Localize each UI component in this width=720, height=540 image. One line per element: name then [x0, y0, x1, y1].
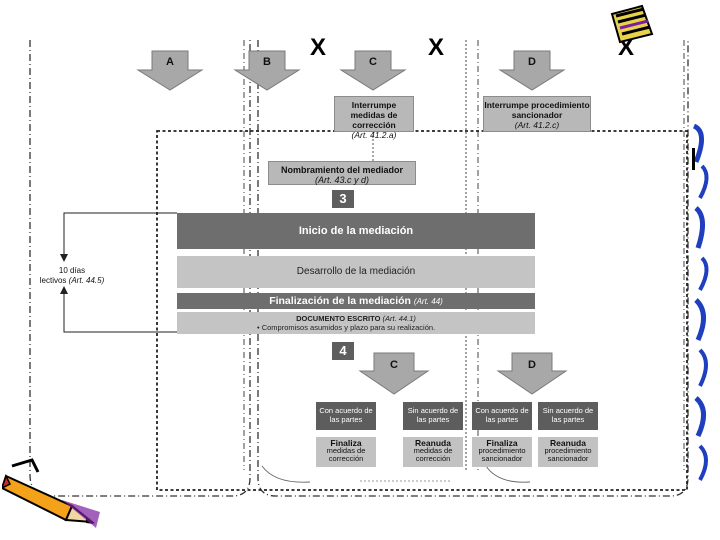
interrupt-sanction-box: Interrumpe procedimiento sancionador (Ar…: [483, 96, 591, 132]
outcome-result-3: Finaliza procedimiento sancionador: [472, 437, 532, 467]
step-4-badge: 4: [332, 342, 354, 360]
x-mark-2: X: [428, 34, 445, 61]
outcome-result-1-verb: Finaliza: [330, 438, 362, 448]
mediation-start-band: Inicio de la mediación: [177, 213, 535, 249]
arrow-a: [136, 50, 204, 91]
outcome-result-4: Reanuda procedimiento sancionador: [538, 437, 598, 467]
written-document-band: DOCUMENTO ESCRITO (Art. 44.1) • Compromi…: [177, 312, 535, 334]
deadline-bracket-bottom: [63, 290, 177, 333]
arrow-c-bottom-label: C: [390, 359, 398, 371]
interrupt-correction-box: Interrumpe medidas de corrección (Art. 4…: [334, 96, 414, 140]
mediation-area: [156, 130, 688, 491]
arrow-c: [339, 50, 407, 91]
mediation-finalization-band: Finalización de la mediación (Art. 44): [177, 293, 535, 309]
deadline-line1: 10 días: [58, 266, 86, 275]
arrow-d-label: D: [528, 56, 536, 68]
outcome-agreement-2: Sin acuerdo de las partes: [403, 402, 463, 430]
arrow-b-label: B: [263, 56, 271, 68]
pencil-icon: [2, 458, 100, 528]
interrupt-sanction-title: Interrumpe procedimiento sancionador: [484, 100, 590, 120]
outcome-result-3-verb: Finaliza: [486, 438, 518, 448]
arrow-c-bottom: [358, 352, 430, 395]
outcome-result-1: Finaliza medidas de corrección: [316, 437, 376, 467]
deadline-ref: (Art. 44.5): [68, 276, 105, 285]
outcome-result-1-rest: medidas de corrección: [326, 446, 366, 463]
finalization-ref: (Art. 44): [413, 297, 443, 306]
document-bullet: Compromisos asumidos y plazo para su rea…: [261, 323, 436, 332]
step-3-badge: 3: [332, 190, 354, 208]
arrow-a-label: A: [166, 56, 174, 68]
interrupt-correction-title: Interrumpe medidas de corrección: [350, 100, 398, 130]
outcome-agreement-3: Con acuerdo de las partes: [472, 402, 532, 430]
document-ref: (Art. 44.1): [382, 314, 416, 323]
outcome-agreement-4: Sin acuerdo de las partes: [538, 402, 598, 430]
outcome-agreement-1: Con acuerdo de las partes: [316, 402, 376, 430]
outcome-result-4-rest: procedimiento sancionador: [544, 446, 592, 463]
lane-bcd-border: [257, 40, 689, 497]
mediator-box: Nombramiento del mediador (Art. 43.c y d…: [268, 161, 416, 185]
interrupt-sanction-ref: (Art. 41.2.c): [514, 120, 560, 130]
outcome-result-4-verb: Reanuda: [550, 438, 586, 448]
outcome-result-2: Reanuda medidas de corrección: [403, 437, 463, 467]
mediator-ref: (Art. 43.c y d): [314, 175, 369, 185]
arrow-b: [233, 50, 301, 91]
notebook-icon: [610, 4, 654, 44]
mediation-development-band: Desarrollo de la mediación: [177, 256, 535, 288]
outcome-result-3-rest: procedimiento sancionador: [478, 446, 526, 463]
interrupt-correction-ref: (Art. 41.2.a): [351, 130, 397, 140]
deadline-label: 10 días lectivos (Art. 44.5): [34, 266, 110, 286]
arrow-d-bottom-label: D: [528, 359, 536, 371]
mediator-title: Nombramiento del mediador: [280, 165, 404, 175]
arrow-d: [498, 50, 566, 91]
outcome-result-2-rest: medidas de corrección: [413, 446, 453, 463]
side-decoration: [692, 123, 709, 481]
x-mark-1: X: [310, 34, 327, 61]
deadline-line2: lectivos: [39, 276, 67, 285]
arrow-d-bottom: [496, 352, 568, 395]
deadline-bracket-top: [63, 212, 177, 258]
outcome-result-2-verb: Reanuda: [415, 438, 451, 448]
arrow-c-label: C: [369, 56, 377, 68]
finalization-title: Finalización de la mediación: [269, 295, 411, 307]
document-title: DOCUMENTO ESCRITO: [296, 314, 381, 323]
